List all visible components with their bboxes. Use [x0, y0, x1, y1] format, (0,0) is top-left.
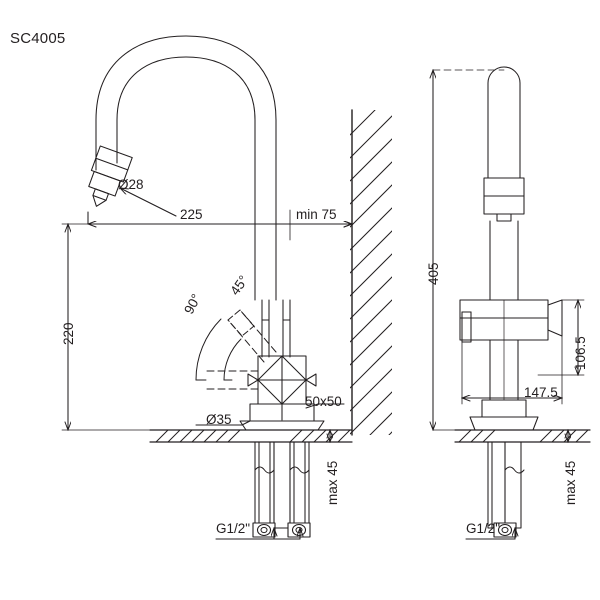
- supply-tubes-front: [254, 441, 310, 529]
- dim-g12-front: [215, 528, 300, 540]
- label-spout-diameter: Ø28: [118, 177, 144, 192]
- dim-min75: [289, 209, 352, 241]
- dim-d35-leader: [195, 420, 251, 426]
- swivel-handle-ghost: [227, 309, 255, 337]
- supply-fitting-right: [287, 522, 311, 538]
- label-base-d35: Ø35: [206, 412, 232, 427]
- faucet-column-front: [261, 299, 291, 358]
- supply-fitting-left: [252, 522, 276, 538]
- label-handle-106-5: 106.5: [573, 336, 588, 370]
- drawing-title: SC4005: [10, 30, 66, 47]
- spout-column-side: [483, 66, 525, 301]
- dim-d28-leader: [120, 188, 177, 217]
- label-min-75: min 75: [296, 207, 337, 222]
- spout-aerator: [88, 145, 133, 207]
- swivel-indicator-lines: [205, 309, 277, 390]
- dim-angle-arcs: [195, 318, 242, 381]
- wall-section: [350, 109, 392, 436]
- countertop-side: [454, 429, 591, 443]
- label-reach-225: 225: [180, 207, 203, 222]
- dim-405: [433, 70, 505, 430]
- label-spread-147-5: 147.5: [524, 385, 558, 400]
- dim-50x50-leader: [305, 403, 345, 409]
- handle-right-side: [547, 299, 563, 337]
- base-escutcheon-side: [469, 399, 539, 431]
- base-escutcheon-front: [239, 403, 325, 431]
- label-max45-front: max 45: [325, 460, 340, 505]
- dim-g12-side: [465, 528, 515, 540]
- label-g12-front: G1/2": [216, 521, 251, 536]
- dim-220: [61, 224, 251, 430]
- label-max45-side: max 45: [563, 460, 578, 505]
- label-g12-side: G1/2": [466, 521, 501, 536]
- supply-tubes-side: [487, 441, 525, 529]
- dim-106-5: [537, 300, 585, 375]
- spout-gooseneck-front: [95, 35, 277, 301]
- dim-225: [88, 211, 352, 301]
- handle-left-side: [461, 311, 472, 343]
- countertop-front: [149, 429, 353, 443]
- label-height-405: 405: [426, 262, 441, 285]
- label-height-220: 220: [61, 322, 76, 345]
- valve-body-50x50: [247, 355, 317, 421]
- label-body-50x50: 50x50: [305, 394, 342, 409]
- dim-147-5: [462, 335, 562, 405]
